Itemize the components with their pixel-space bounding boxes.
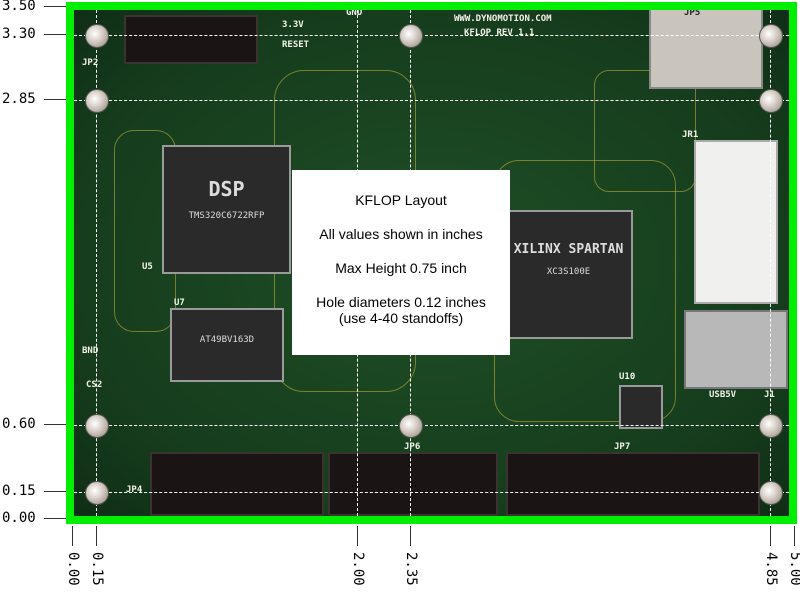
mounting-hole [85,481,109,505]
silk-bnd: BND [82,346,99,356]
note-standoffs: (use 4-40 standoffs) [338,310,464,326]
x-label-2.35: 2.35 [403,552,419,586]
y-tick [44,99,66,100]
silk-jr1: JR1 [682,130,699,140]
mounting-hole [85,89,109,113]
note-units: All values shown in inches [319,226,483,242]
silk-jp6: JP6 [404,442,421,452]
dsp-part: TMS320C6722RFP [188,211,265,221]
silk-url: WWW.DYNOMOTION.COM [454,14,552,24]
y-label-3.50: 3.50 [2,0,36,14]
guide-y-0.60 [74,425,789,426]
mounting-hole [759,414,783,438]
guide-y-3.30 [74,35,789,36]
silk-jp5: JP5 [684,10,701,18]
jp2-header [124,15,258,64]
silk-cs2: CS2 [86,380,103,390]
silk-rev: KFLOP REV 1.1 [464,28,535,38]
mounting-hole [85,414,109,438]
mounting-hole [759,89,783,113]
mounting-hole [759,481,783,505]
y-label-3.30: 3.30 [2,26,36,42]
flash-chip: AT49BV163D [170,308,284,382]
silk-usb5v: USB5V [709,390,737,400]
silk-gnd: GND [346,10,363,18]
silk-u5: U5 [142,262,153,272]
x-tick [770,526,771,546]
mounting-hole [759,24,783,48]
y-tick [44,424,66,425]
u10-chip [619,385,663,429]
silk-j1: J1 [764,390,775,400]
y-label-0.60: 0.60 [2,416,36,432]
usb-connector [684,310,788,389]
y-label-0.15: 0.15 [2,483,36,499]
x-label-5.00: 5.00 [787,552,800,586]
y-tick [44,34,66,35]
flash-part: AT49BV163D [199,335,255,345]
fpga-part: XC3S100E [546,267,591,277]
y-label-2.85: 2.85 [2,91,36,107]
jp4-header [150,452,324,516]
silk-u10: U10 [619,372,636,382]
x-label-0.00: 0.00 [65,552,81,586]
y-tick [44,6,66,7]
jp5-connector [649,10,763,89]
y-tick [44,491,66,492]
guide-x-0.15 [96,10,97,516]
x-tick [357,526,358,546]
x-tick [72,526,73,546]
jr1-connector [694,140,778,304]
silk-jp2: JP2 [82,58,99,68]
silk-jp7: JP7 [614,442,631,452]
dsp-chip: DSP TMS320C6722RFP [162,145,291,274]
mounting-hole [85,24,109,48]
dsp-brand: DSP [208,177,245,201]
mounting-hole [399,414,423,438]
jp7-header [506,452,760,516]
x-label-2.00: 2.00 [350,552,366,586]
jp6-header [328,452,498,516]
guide-y-0.15 [74,492,789,493]
layout-note-box: KFLOP Layout All values shown in inches … [292,170,510,355]
guide-y-2.85 [74,100,789,101]
x-label-0.15: 0.15 [89,552,105,586]
note-max-height: Max Height 0.75 inch [335,260,467,276]
x-tick [410,526,411,546]
silk-3v3: 3.3V [282,20,304,30]
note-hole-diameters: Hole diameters 0.12 inches [316,294,486,310]
x-tick [794,526,795,546]
pcb-photo: 3.3V RESET GND JP2 WWW.DYNOMOTION.COM KF… [74,10,789,516]
note-title: KFLOP Layout [355,192,447,208]
y-label-0.00: 0.00 [2,510,36,526]
guide-x-4.85 [770,10,771,516]
silk-u7: U7 [174,298,185,308]
silk-jp4: JP4 [126,485,143,495]
mounting-hole [399,24,423,48]
x-tick [96,526,97,546]
y-tick [44,518,66,519]
silk-reset: RESET [282,40,310,50]
x-label-4.85: 4.85 [763,552,779,586]
fpga-brand: XILINX SPARTAN [513,242,624,257]
fpga-chip: XILINX SPARTAN XC3S100E [504,210,633,339]
